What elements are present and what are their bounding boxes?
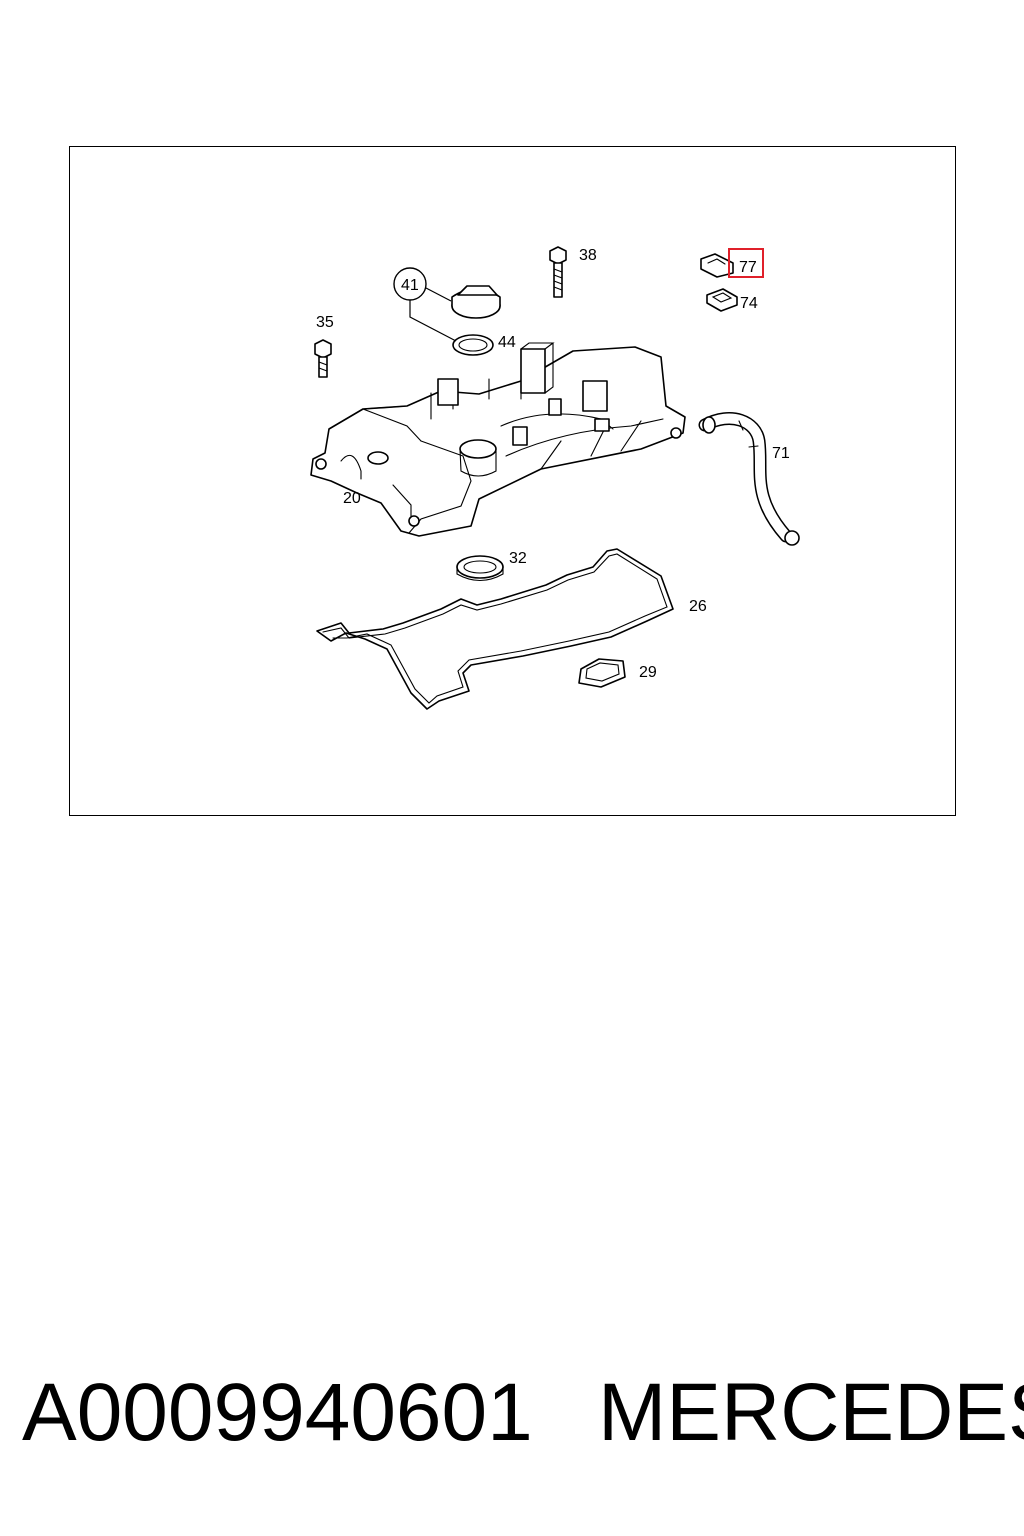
part-77-clip	[700, 253, 734, 278]
parts-diagram: 38 41 35 44 77 74 71 20 32 26 29	[310, 246, 800, 710]
diagram-frame: 38 41 35 44 77 74 71 20 32 26 29	[69, 146, 956, 816]
part-44-seal-ring	[452, 334, 494, 356]
callout-44: 44	[498, 334, 516, 351]
callout-38: 38	[579, 247, 597, 264]
callout-35: 35	[316, 314, 334, 331]
callout-77: 77	[739, 259, 757, 276]
part-26-gasket	[316, 548, 674, 710]
callout-20: 20	[343, 490, 361, 507]
part-41-oil-cap	[451, 285, 501, 319]
callout-41: 41	[401, 277, 419, 294]
part-29-small-gasket	[578, 658, 626, 688]
part-71-hose	[698, 411, 800, 546]
part-32-seal-ring	[456, 555, 504, 582]
callout-26: 26	[689, 598, 707, 615]
highlight-box-77	[728, 248, 764, 278]
callout-32: 32	[509, 550, 527, 567]
part-number-label: A0009940601	[22, 1367, 533, 1458]
callout-41-bubble	[393, 267, 457, 342]
part-35-bolt	[314, 339, 332, 378]
part-20-cylinder-head-cover	[310, 342, 686, 537]
brand-label: MERCEDES	[598, 1367, 1024, 1458]
callout-29: 29	[639, 664, 657, 681]
callout-71: 71	[772, 445, 790, 462]
part-74-grommet	[706, 288, 738, 312]
part-38-bolt	[549, 246, 567, 298]
callout-74: 74	[740, 295, 758, 312]
